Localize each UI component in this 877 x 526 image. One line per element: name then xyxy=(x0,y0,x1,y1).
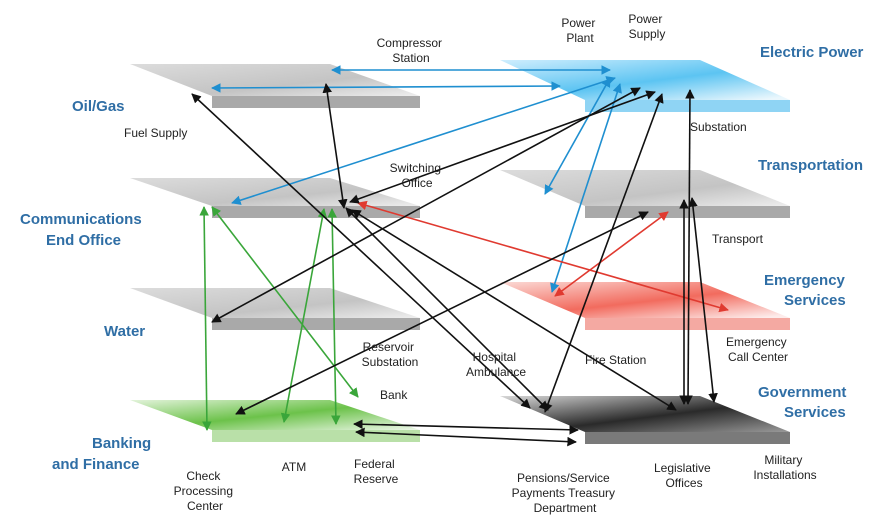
label-legislative-line1: Legislative xyxy=(654,461,711,475)
sector-oil-gas: Oil/Gas xyxy=(72,98,125,115)
label-fire-station: Fire Station xyxy=(585,353,646,367)
label-compressor-station: Compressor Station xyxy=(377,36,446,65)
label-federal-line2: Reserve xyxy=(354,472,399,486)
label-legislative-offices: Legislative Offices xyxy=(654,461,714,490)
link-federal-pensions-2 xyxy=(355,427,577,447)
label-military-line2: Installations xyxy=(753,468,816,482)
label-substation: Substation xyxy=(690,120,747,134)
label-hospital-ambulance: Hospital Ambulance xyxy=(466,350,526,379)
label-switching-line2: Office xyxy=(401,176,432,190)
layer-emergency-services xyxy=(500,282,790,330)
link-transport-military xyxy=(688,197,718,403)
label-bank: Bank xyxy=(380,388,408,402)
label-emergency-call-line1: Emergency xyxy=(726,335,787,349)
sector-banking: Banking and Finance xyxy=(52,435,155,473)
label-military-line1: Military xyxy=(764,453,802,467)
label-pensions-treasury: Pensions/Service Payments Treasury Depar… xyxy=(512,471,619,515)
label-check-line2: Processing xyxy=(174,484,233,498)
label-hospital-line2: Ambulance xyxy=(466,365,526,379)
sector-government-line2: Services xyxy=(784,404,846,421)
label-power-supply: Power Supply xyxy=(628,12,665,41)
label-federal-reserve: Federal Reserve xyxy=(354,457,399,486)
sector-communications: Communications End Office xyxy=(20,211,146,249)
label-switching-line1: Switching xyxy=(390,161,441,175)
layer-government-services xyxy=(500,396,790,444)
label-compressor-line2: Station xyxy=(392,51,429,65)
label-reservoir-line2: Substation xyxy=(362,355,419,369)
sector-government-line1: Government xyxy=(758,384,846,401)
label-power-supply-line1: Power xyxy=(628,12,662,26)
sector-emergency-line1: Emergency xyxy=(764,272,846,289)
label-check-processing: Check Processing Center xyxy=(174,469,237,513)
link-transport-banking xyxy=(235,211,649,415)
label-pensions-line1: Pensions/Service xyxy=(517,471,610,485)
label-legislative-line2: Offices xyxy=(665,476,702,490)
label-power-supply-line2: Supply xyxy=(629,27,666,41)
label-military-installations: Military Installations xyxy=(753,453,816,482)
black-links xyxy=(191,83,718,447)
layer-communications xyxy=(130,178,420,218)
label-pensions-line2: Payments Treasury xyxy=(512,486,615,500)
layer-water xyxy=(130,288,420,330)
label-reservoir-line1: Reservoir xyxy=(363,340,414,354)
sector-emergency: Emergency Services xyxy=(764,272,849,309)
label-federal-line1: Federal xyxy=(354,457,395,471)
label-check-line3: Center xyxy=(187,499,223,513)
sector-government: Government Services xyxy=(758,384,851,421)
label-reservoir-substation: Reservoir Substation xyxy=(362,340,419,369)
label-fuel-supply: Fuel Supply xyxy=(124,126,187,140)
sector-transportation: Transportation xyxy=(758,157,863,174)
sector-electric-power: Electric Power xyxy=(760,44,864,61)
label-switching-office: Switching Office xyxy=(390,161,445,190)
label-compressor-line1: Compressor xyxy=(377,36,442,50)
sector-communications-line2: End Office xyxy=(46,232,121,249)
sector-banking-line1: Banking xyxy=(92,435,151,452)
layer-banking-finance xyxy=(130,400,420,442)
label-power-plant: Power Plant xyxy=(561,16,598,45)
label-power-plant-line2: Plant xyxy=(566,31,594,45)
label-emergency-call-line2: Call Center xyxy=(728,350,788,364)
label-power-plant-line1: Power xyxy=(561,16,595,30)
label-hospital-line1: Hospital xyxy=(473,350,516,364)
label-emergency-call-center: Emergency Call Center xyxy=(726,335,790,364)
sector-water: Water xyxy=(104,323,145,340)
label-check-line1: Check xyxy=(186,469,221,483)
label-pensions-line3: Department xyxy=(534,501,597,515)
sector-banking-line2: and Finance xyxy=(52,456,140,473)
link-comms-check xyxy=(199,206,212,431)
link-powersupply-legislative xyxy=(683,89,695,405)
sector-emergency-line2: Services xyxy=(784,292,846,309)
label-atm: ATM xyxy=(282,460,306,474)
label-transport: Transport xyxy=(712,232,764,246)
sector-communications-line1: Communications xyxy=(20,211,142,228)
layer-transportation xyxy=(500,170,790,218)
